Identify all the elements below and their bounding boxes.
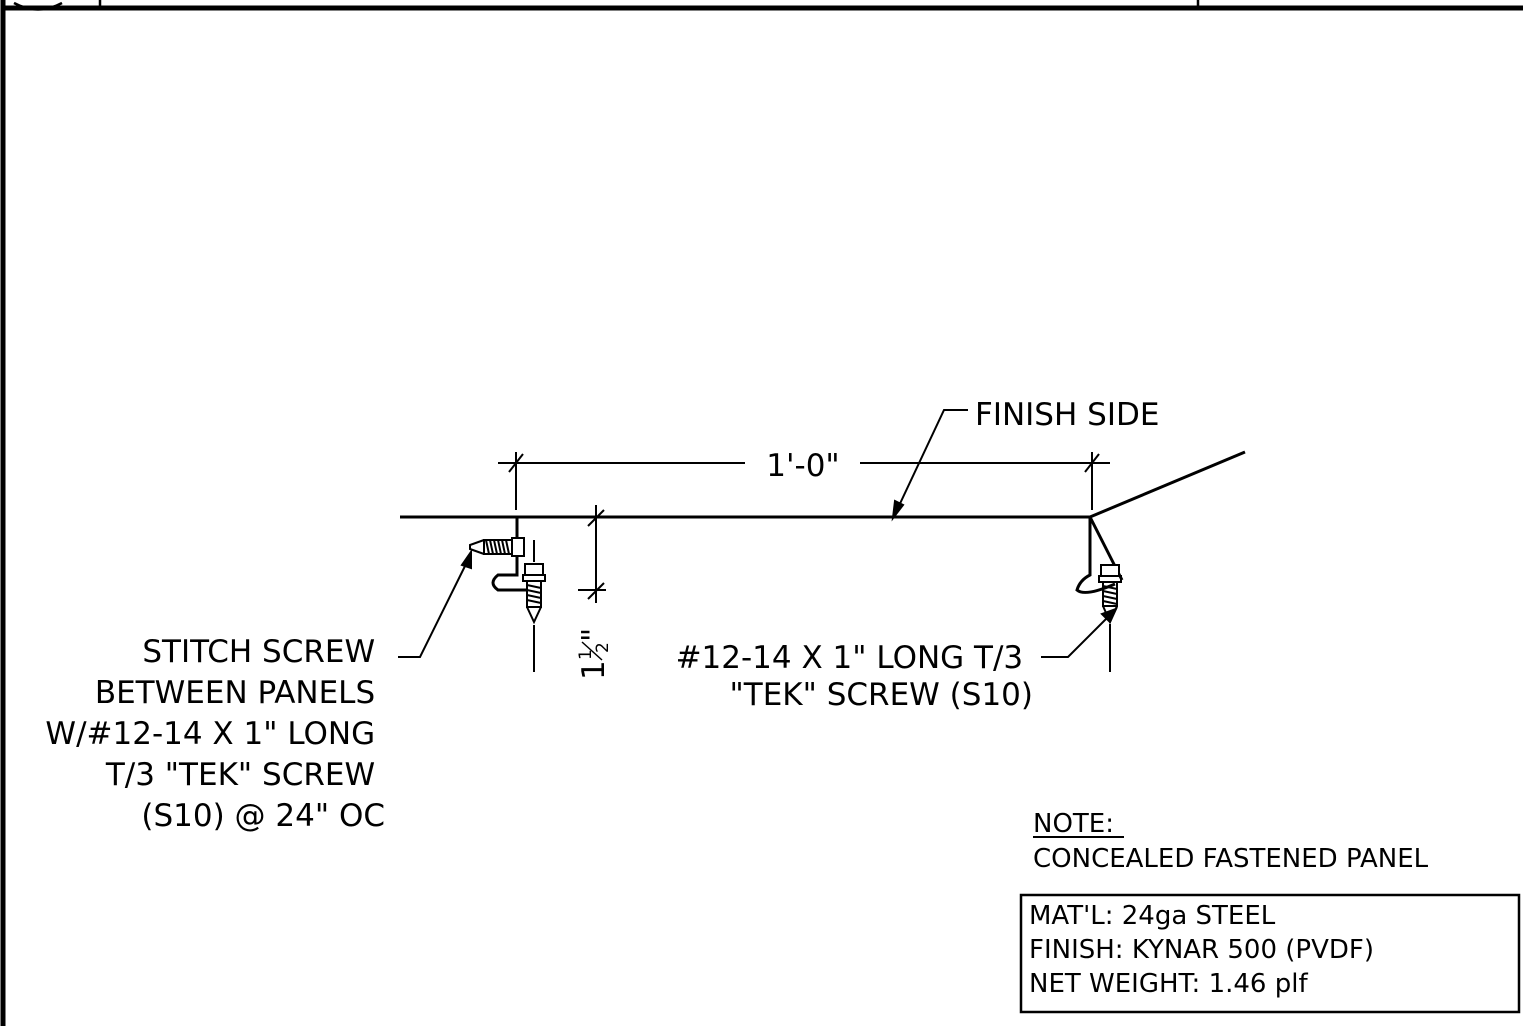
right-tek-screw-icon [1098,564,1122,672]
spec-line-weight: NET WEIGHT: 1.46 plf [1029,969,1308,999]
spec-line-finish: FINISH: KYNAR 500 (PVDF) [1029,935,1374,965]
tek-screw-line-1: #12-14 X 1" LONG T/3 [676,640,1024,676]
height-inch-mark: " [576,628,612,642]
note-text: CONCEALED FASTENED PANEL [1033,844,1429,874]
width-dimension [498,452,1110,510]
finish-side-label: FINISH SIDE [975,397,1159,433]
stitch-screw-line-3: W/#12-14 X 1" LONG [45,716,375,752]
stitch-screw-icon [469,537,525,557]
stitch-screw-line-5: (S10) @ 24" OC [141,798,385,834]
spec-box [1019,893,1521,1014]
height-dimension [578,505,606,603]
spec-box-text: MAT'L: 24ga STEEL FINISH: KYNAR 500 (PVD… [1029,901,1382,999]
height-whole: 1 [576,660,612,680]
title-strip [13,0,1200,11]
finish-side-leader [891,409,968,522]
left-tek-screw-icon [522,540,546,672]
spec-line-material: MAT'L: 24ga STEEL [1029,901,1276,931]
tek-screw-label: #12-14 X 1" LONG T/3 "TEK" SCREW (S10) [676,640,1033,713]
stitch-screw-line-1: STITCH SCREW [142,634,375,670]
width-dimension-label: 1'-0" [766,448,839,484]
stitch-screw-leader [398,548,472,658]
tek-screw-line-2: "TEK" SCREW (S10) [730,677,1034,713]
stitch-screw-label: STITCH SCREW BETWEEN PANELS W/#12-14 X 1… [45,634,385,834]
tek-screw-leader [1041,607,1118,658]
stitch-screw-line-4: T/3 "TEK" SCREW [105,757,375,793]
note-heading: NOTE: [1033,809,1114,839]
height-fraction-den: 2 [593,642,613,653]
height-dimension-label: 1 1 2 " [576,628,613,680]
stitch-screw-line-2: BETWEEN PANELS [95,675,375,711]
panel-profile [400,450,1246,594]
height-fraction-num: 1 [576,649,596,660]
